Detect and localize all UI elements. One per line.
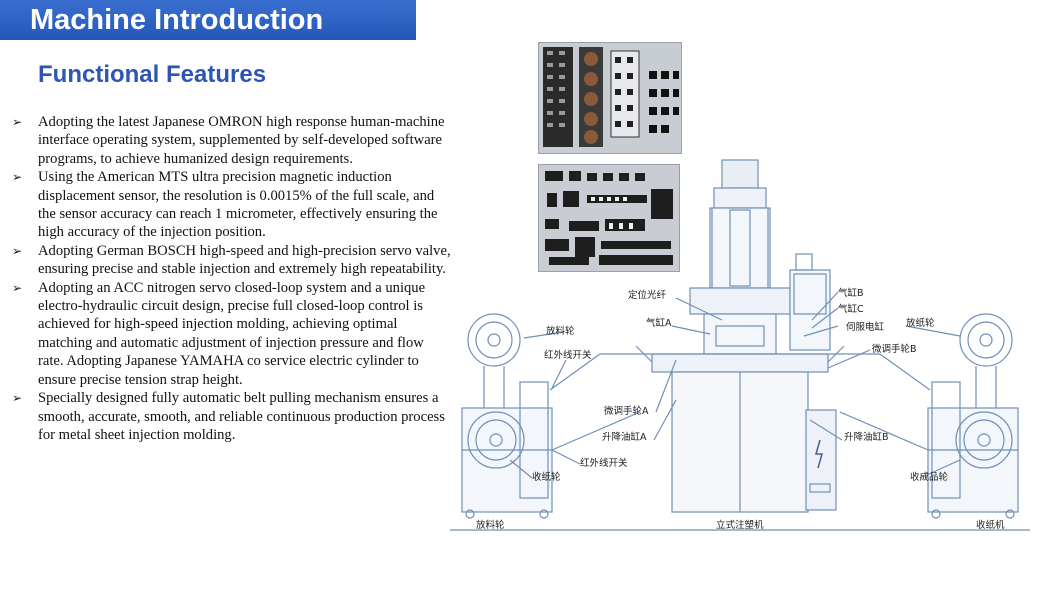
machine-layout-diagram: 定位光纤 气缸A 气缸B 气缸C 伺服电缸 放料轮 红外线开关 放纸轮 微调手轮… [450,159,1030,531]
title-banner: Machine Introduction [0,0,416,40]
section-subtitle: Functional Features [38,61,267,88]
label-ir-switch-top: 红外线开关 [544,349,592,361]
label-cylinder-a: 气缸A [646,317,672,329]
label-paper-collect-wheel: 收纸轮 [532,471,561,483]
arrow-bullet-icon: ➢ [12,243,23,258]
feature-item: ➢ Using the American MTS ultra precision … [12,168,452,242]
product-photo-strips [538,42,682,154]
arrow-bullet-icon: ➢ [12,170,23,185]
page-title: Machine Introduction [30,4,324,36]
label-bottom-center: 立式注塑机 [716,519,764,531]
arrow-bullet-icon: ➢ [12,280,23,295]
label-fine-handwheel-a: 微调手轮A [604,405,649,417]
label-bottom-right: 收纸机 [976,519,1005,531]
feature-text: Using the American MTS ultra precision m… [38,169,438,241]
label-product-collect-wheel: 收成品轮 [910,471,949,483]
arrow-bullet-icon: ➢ [12,391,23,406]
feature-item: ➢ Adopting the latest Japanese OMRON high… [12,113,452,168]
label-ir-switch-bottom: 红外线开关 [580,457,628,469]
feature-text: Specially designed fully automatic belt … [38,390,445,443]
label-cylinder-b: 气缸B [838,287,864,299]
label-positioning-fiber: 定位光纤 [628,289,667,301]
feature-text: Adopting German BOSCH high-speed and hig… [38,242,451,278]
arrow-bullet-icon: ➢ [12,115,23,129]
feature-list: ➢ Adopting the latest Japanese OMRON high… [12,113,452,444]
feature-item: ➢ Adopting an ACC nitrogen servo closed-l… [12,279,452,389]
feature-item: ➢ Adopting German BOSCH high-speed and hi… [12,242,452,279]
label-bottom-left: 放料轮 [476,519,505,531]
label-cylinder-c: 气缸C [838,303,864,315]
label-paper-wheel: 放纸轮 [906,317,935,329]
product-photo-parts [538,164,680,272]
label-lift-cylinder-b: 升降油缸B [844,431,889,443]
feature-text: Adopting an ACC nitrogen servo closed-lo… [38,279,426,388]
label-lift-cylinder-a: 升降油缸A [602,431,647,443]
label-fine-handwheel-b: 微调手轮B [872,343,917,355]
label-servo-cylinder: 伺服电缸 [846,321,885,333]
feature-text: Adopting the latest Japanese OMRON high … [38,114,445,167]
feature-item: ➢ Specially designed fully automatic belt… [12,389,452,444]
label-discharge-wheel: 放料轮 [546,325,575,337]
